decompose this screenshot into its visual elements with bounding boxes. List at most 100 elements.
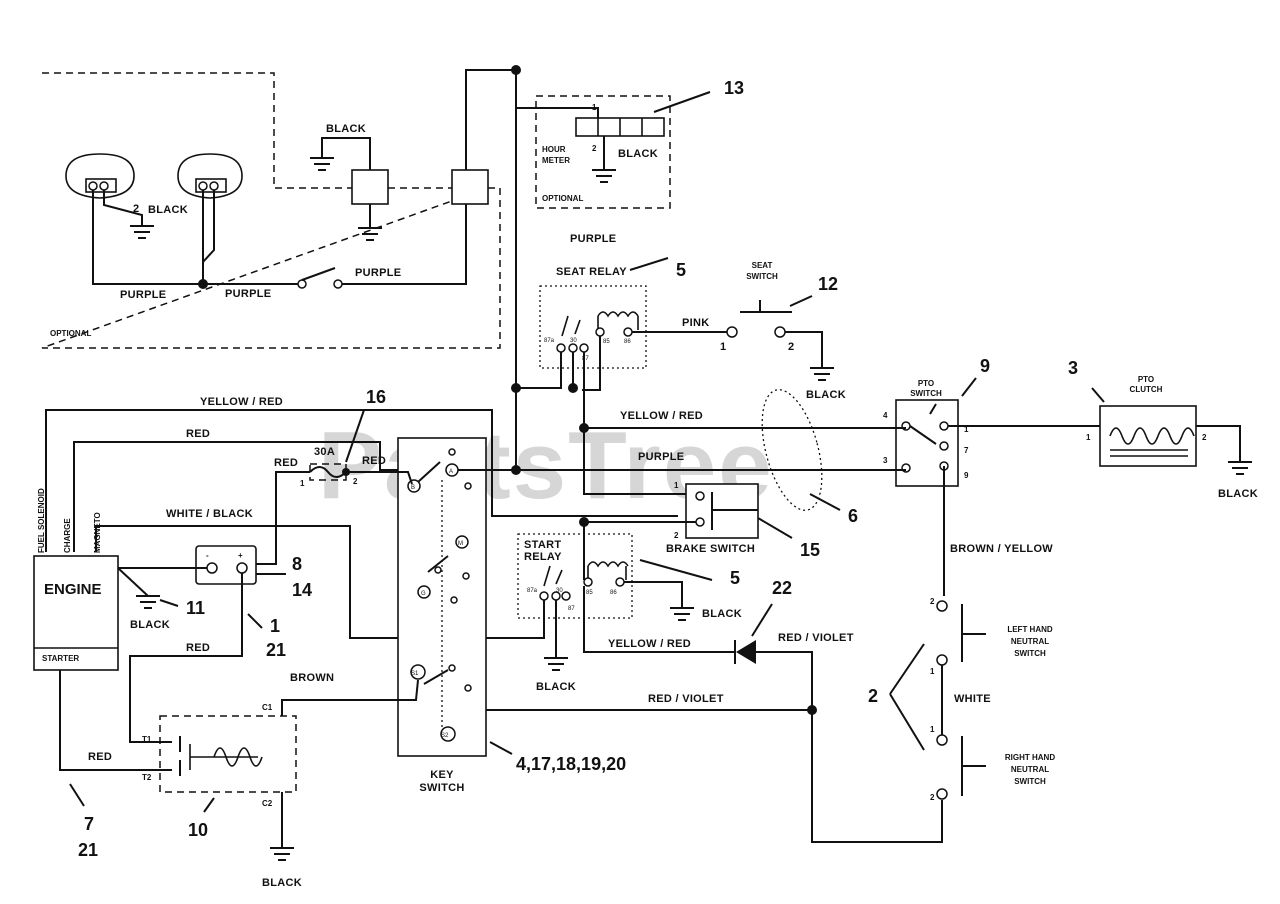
meter-ground-label: BLACK — [618, 148, 658, 160]
callout-5b: 5 — [730, 568, 740, 588]
seat-relay-85: 85 — [603, 339, 610, 345]
pto-term-9: 9 — [964, 471, 969, 480]
fuse-term-2: 2 — [353, 477, 358, 486]
seat-relay-label: SEAT RELAY — [556, 266, 627, 278]
wire-bundle-marker — [761, 389, 823, 511]
brake-switch-label: BRAKE SWITCH — [666, 543, 755, 555]
ground-symbol — [358, 227, 382, 241]
sol-term-t2: T2 — [142, 773, 152, 782]
diode-group: RED / VIOLET 22 — [734, 578, 943, 843]
yellow-red-low-label: YELLOW / RED — [608, 638, 691, 650]
wire-white-black — [95, 525, 545, 639]
seat-switch-term-2: 2 — [788, 341, 794, 353]
ground-symbol — [130, 225, 154, 239]
callout-12: 12 — [818, 274, 838, 294]
lh-term-1 — [936, 654, 948, 666]
callout-5a: 5 — [676, 260, 686, 280]
optional-label: OPTIONAL — [50, 329, 91, 338]
red-top-label: RED — [186, 428, 210, 440]
callout-21a: 21 — [266, 640, 286, 660]
wire-brake-in — [583, 428, 686, 495]
ground-symbol — [810, 367, 834, 381]
red-fuse-right-label: RED — [362, 455, 386, 467]
red-fuse-left-label: RED — [274, 457, 298, 469]
yellow-red-mid-label: YELLOW / RED — [620, 410, 703, 422]
lh-term-2 — [936, 600, 948, 612]
pto-term-7: 7 — [964, 446, 969, 455]
starter-solenoid-group: BROWN BLACK C1 C2 T1 T2 10 — [142, 672, 419, 889]
engine-group: ENGINE STARTER FUEL SOLENOID CHARGE MAGN… — [33, 488, 205, 860]
key-term-A: A — [449, 469, 453, 475]
key-term-G: G — [421, 591, 426, 597]
callout-16: 16 — [366, 387, 386, 407]
reg-minus: - — [206, 551, 209, 560]
ground-symbol — [670, 607, 694, 621]
white-black-label: WHITE / BLACK — [166, 508, 253, 520]
callout-7: 7 — [84, 814, 94, 834]
start-relay-86: 86 — [610, 590, 617, 596]
lamp-wire-left-label: PURPLE — [120, 289, 166, 301]
fuse-group: 30A RED RED 1 2 16 — [252, 387, 413, 565]
clutch-ground-label: BLACK — [1218, 488, 1258, 500]
rh-num-1: 1 — [930, 725, 935, 734]
seat-switch-term-1: 1 — [720, 341, 726, 353]
engine-label: ENGINE — [44, 581, 102, 598]
diode — [736, 640, 756, 664]
start-relay-87a: 87a — [527, 588, 538, 594]
meter-terminal-1: 1 — [592, 103, 597, 112]
ground-symbol — [592, 169, 616, 183]
regulator-connector — [195, 545, 257, 585]
callout-14: 14 — [292, 580, 312, 600]
key-term-S2: S2 — [441, 733, 449, 739]
ground-symbol — [1228, 461, 1252, 475]
pto-term-1: 1 — [964, 425, 969, 434]
seat-relay-coil — [597, 311, 639, 318]
brake-switch-group: 1 2 BRAKE SWITCH 15 — [666, 481, 820, 560]
brown-wire-label: BROWN — [290, 672, 334, 684]
red-violet-low-label: RED / VIOLET — [648, 693, 724, 705]
callout-1: 1 — [270, 616, 280, 636]
magneto-label: MAGNETO — [93, 512, 102, 553]
harness-connector — [451, 169, 489, 205]
brown-yellow-label: BROWN / YELLOW — [950, 543, 1053, 555]
solenoid-coil — [213, 747, 263, 767]
pto-switch — [895, 399, 959, 487]
sol-term-c1: C1 — [262, 703, 273, 712]
fuel-solenoid-label: FUEL SOLENOID — [37, 488, 46, 553]
callout-6: 6 — [848, 506, 858, 526]
key-term-S1: S1 — [411, 671, 419, 677]
ground-symbol — [270, 847, 294, 861]
callout-15: 15 — [800, 540, 820, 560]
lh-num-1: 1 — [930, 667, 935, 676]
connector-ground-label: BLACK — [326, 123, 366, 135]
purple-wire-label: PURPLE — [570, 233, 616, 245]
pink-wire-label: PINK — [682, 317, 709, 329]
start-ground-label: BLACK — [536, 681, 576, 693]
wire-yellow-red-low — [583, 586, 736, 653]
seat-switch-plunger — [740, 300, 792, 313]
start-relay-85: 85 — [586, 590, 593, 596]
red-violet-diode-label: RED / VIOLET — [778, 632, 854, 644]
callout-13: 13 — [724, 78, 744, 98]
charge-label: CHARGE — [63, 518, 72, 553]
rh-term-1 — [936, 734, 948, 746]
clutch-term-1: 1 — [1086, 433, 1091, 442]
start-relay-ground-label: BLACK — [702, 608, 742, 620]
wire-red-top — [73, 441, 416, 552]
callout-11: 11 — [186, 598, 205, 618]
optional-meter-label: OPTIONAL — [542, 194, 583, 203]
ground-symbol — [544, 657, 568, 671]
white-wire-label: WHITE — [954, 693, 991, 705]
engine-ground-label: BLACK — [130, 619, 170, 631]
